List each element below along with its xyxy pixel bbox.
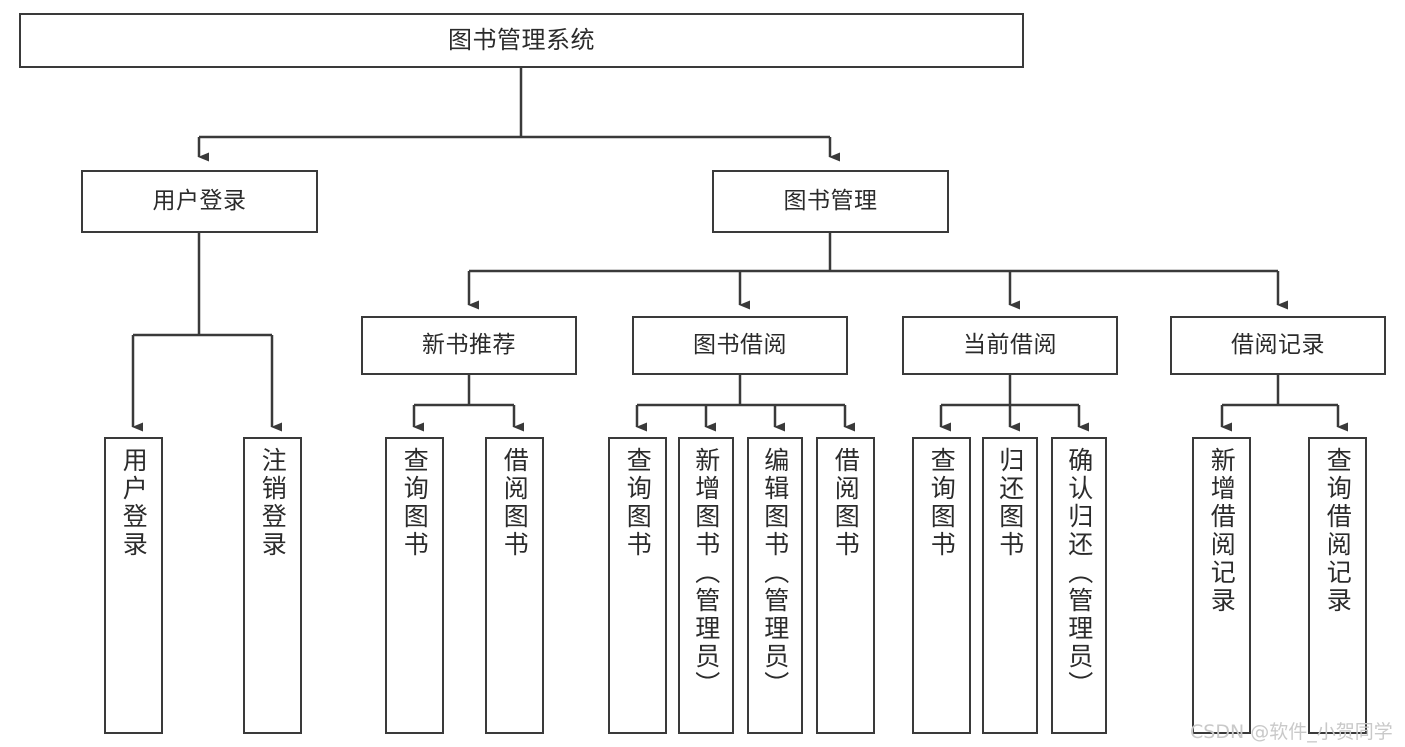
leaf-user-login[interactable]: 用户登录 (104, 437, 163, 734)
leaf-add-book-admin[interactable]: 新增图书（管理员） (678, 437, 734, 734)
leaf-borrow-book-2[interactable]: 借阅图书 (816, 437, 875, 734)
node-label: 用户登录 (119, 447, 149, 559)
node-borrow-record[interactable]: 借阅记录 (1170, 316, 1386, 375)
leaf-add-borrow-record[interactable]: 新增借阅记录 (1192, 437, 1251, 734)
node-label: 新增借阅记录 (1207, 447, 1237, 615)
node-label: 借阅图书 (831, 447, 861, 559)
node-label: 查询借阅记录 (1323, 447, 1353, 615)
node-label: 图书借阅 (693, 331, 787, 358)
leaf-return-book[interactable]: 归还图书 (982, 437, 1038, 734)
leaf-logout[interactable]: 注销登录 (243, 437, 302, 734)
node-label: 当前借阅 (963, 331, 1057, 358)
leaf-query-book-1[interactable]: 查询图书 (385, 437, 444, 734)
node-user-login[interactable]: 用户登录 (81, 170, 318, 233)
node-label: 新增图书（管理员） (691, 447, 721, 699)
node-label: 新书推荐 (422, 331, 516, 358)
leaf-confirm-return-admin[interactable]: 确认归还（管理员） (1051, 437, 1107, 734)
node-label: 借阅图书 (500, 447, 530, 559)
node-current-borrow[interactable]: 当前借阅 (902, 316, 1118, 375)
node-new-book-recommendation[interactable]: 新书推荐 (361, 316, 577, 375)
node-label: 确认归还（管理员） (1064, 447, 1094, 699)
leaf-query-book-3[interactable]: 查询图书 (912, 437, 971, 734)
csdn-watermark: CSDN @软件_小贺同学 (1190, 721, 1393, 743)
node-label: 查询图书 (623, 447, 653, 559)
leaf-query-book-2[interactable]: 查询图书 (608, 437, 667, 734)
node-label: 查询图书 (927, 447, 957, 559)
leaf-borrow-book-1[interactable]: 借阅图书 (485, 437, 544, 734)
node-book-borrow[interactable]: 图书借阅 (632, 316, 848, 375)
leaf-query-borrow-record[interactable]: 查询借阅记录 (1308, 437, 1367, 734)
node-label: 借阅记录 (1231, 331, 1325, 358)
node-book-management[interactable]: 图书管理 (712, 170, 949, 233)
node-label: 编辑图书（管理员） (760, 447, 790, 699)
node-root-book-management-system[interactable]: 图书管理系统 (19, 13, 1024, 68)
node-label: 用户登录 (152, 187, 247, 214)
node-label: 注销登录 (258, 447, 288, 559)
node-label: 图书管理系统 (448, 26, 595, 55)
leaf-edit-book-admin[interactable]: 编辑图书（管理员） (747, 437, 803, 734)
node-label: 查询图书 (400, 447, 430, 559)
node-label: 归还图书 (995, 447, 1025, 559)
node-label: 图书管理 (783, 187, 878, 214)
